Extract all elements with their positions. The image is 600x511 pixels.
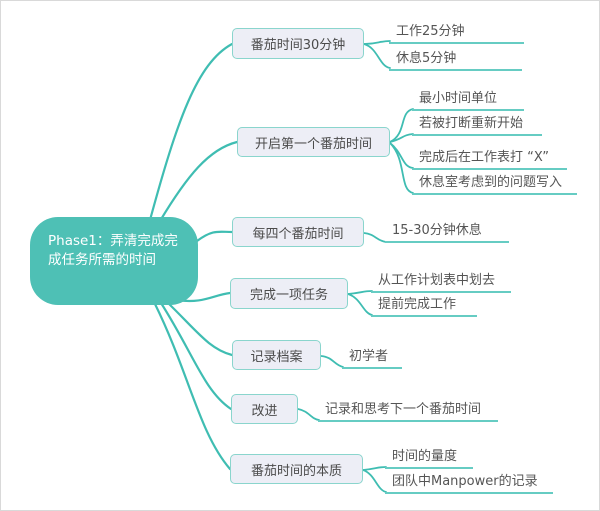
leaf-topic-write-down-issues-during-rest[interactable]: 休息室考虑到的问题写入	[412, 173, 577, 195]
leaf-topic-measure-of-time[interactable]: 时间的量度	[385, 447, 473, 469]
branch-topic-every-four-pomodoros[interactable]: 每四个番茄时间	[232, 217, 364, 247]
leaf-topic-restart-if-interrupted[interactable]: 若被打断重新开始	[412, 114, 542, 136]
leaf-topic-15-30min-rest[interactable]: 15-30分钟休息	[385, 221, 509, 243]
leaf-topic-minimum-time-unit[interactable]: 最小时间单位	[412, 89, 524, 111]
leaf-topic-mark-x-on-worksheet[interactable]: 完成后在工作表打 “X”	[412, 148, 567, 170]
branch-topic-record-archive[interactable]: 记录档案	[232, 340, 321, 370]
branch-topic-essence-of-pomodoro[interactable]: 番茄时间的本质	[230, 454, 363, 484]
leaf-topic-rest-5min[interactable]: 休息5分钟	[389, 49, 522, 71]
leaf-topic-beginner[interactable]: 初学者	[342, 347, 402, 369]
leaf-topic-team-manpower-record[interactable]: 团队中Manpower的记录	[385, 472, 553, 494]
leaf-topic-record-and-think-next-pomodoro[interactable]: 记录和思考下一个番茄时间	[318, 400, 498, 422]
branch-topic-start-first-pomodoro[interactable]: 开启第一个番茄时间	[237, 127, 390, 157]
branch-topic-improve[interactable]: 改进	[231, 394, 298, 424]
branch-topic-pomodoro-30min[interactable]: 番茄时间30分钟	[232, 28, 364, 59]
leaf-topic-cross-off-work-plan[interactable]: 从工作计划表中划去	[371, 271, 511, 293]
root-topic[interactable]: Phase1：弄清完成完成任务所需的时间	[30, 217, 198, 305]
branch-topic-finish-a-task[interactable]: 完成一项任务	[230, 278, 348, 309]
leaf-topic-finish-work-early[interactable]: 提前完成工作	[371, 295, 477, 317]
leaf-topic-work-25min[interactable]: 工作25分钟	[389, 22, 524, 44]
